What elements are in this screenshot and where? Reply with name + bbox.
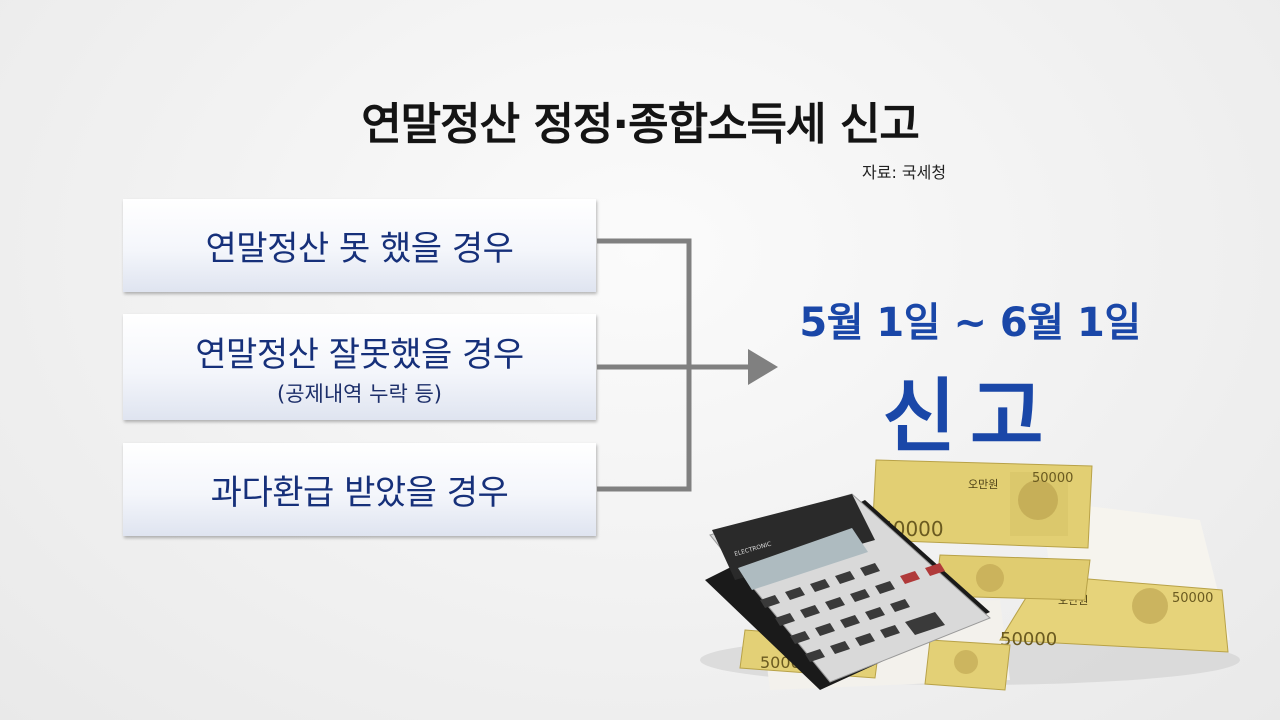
banknote-icon <box>924 639 1011 691</box>
source-credit: 자료: 국세청 <box>862 163 947 182</box>
case-label: 연말정산 못 했을 경우 <box>205 229 514 269</box>
filing-date-range: 5월 1일 ~ 6월 1일 <box>799 300 1141 346</box>
svg-text:50000: 50000 <box>1172 591 1213 606</box>
arrow-head-icon <box>748 349 778 385</box>
case-box-no-settlement: 연말정산 못 했을 경우 <box>123 199 596 292</box>
calculator-icon: ELECTRONIC <box>705 493 991 690</box>
case-label: 연말정산 잘못했을 경우 <box>195 334 524 375</box>
case-box-wrong-settlement: 연말정산 잘못했을 경우 (공제내역 누락 등) <box>123 314 596 420</box>
svg-text:50000: 50000 <box>1032 471 1073 486</box>
case-box-over-refund: 과다환급 받았을 경우 <box>123 443 596 536</box>
page-title: 연말정산 정정·종합소득세 신고 <box>361 99 920 150</box>
case-label: 과다환급 받았을 경우 <box>210 473 509 513</box>
svg-text:50000: 50000 <box>1000 629 1057 650</box>
case-sublabel: (공제내역 누락 등) <box>277 381 442 406</box>
filing-action: 신고 <box>882 370 1058 463</box>
banknote-icon: 50000 오만원 50000 <box>871 459 1093 549</box>
svg-text:오만원: 오만원 <box>968 478 998 491</box>
